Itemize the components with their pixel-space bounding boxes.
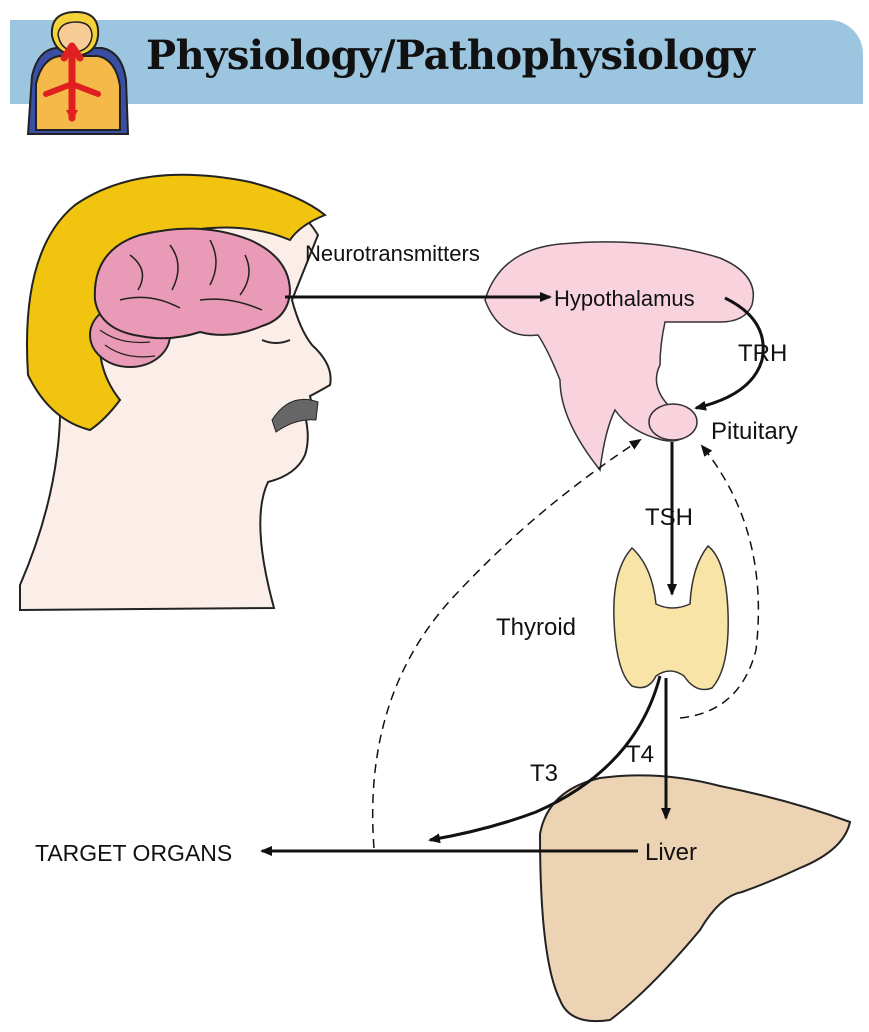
t4-label: T4 [626,741,655,768]
pituitary-organ [648,403,698,441]
thyroid-organ [613,544,729,691]
tsh-label: TSH [645,504,693,531]
thyroid-label: Thyroid [496,614,577,641]
pituitary-label: Pituitary [711,418,798,445]
logo-icon [26,10,130,135]
feedback-arrow-target-to-pituitary [371,438,642,849]
page-title: Physiology/Pathophysiology [146,32,755,79]
liver-organ [538,774,852,1022]
feedback-arrow-thyroid-to-pituitary [679,444,760,719]
target-organs-label: TARGET ORGANS [35,840,233,866]
liver-label: Liver [645,839,698,866]
trh-arrow [694,296,765,411]
neurotransmitters-label: Neurotransmitters [305,241,480,266]
t3-arrow [428,675,662,844]
hypothalamus-label: Hypothalamus [554,286,695,311]
header-banner [10,20,863,104]
t3-label: T3 [530,760,559,787]
brain-illustration [89,227,292,368]
trh-label: TRH [738,340,788,367]
